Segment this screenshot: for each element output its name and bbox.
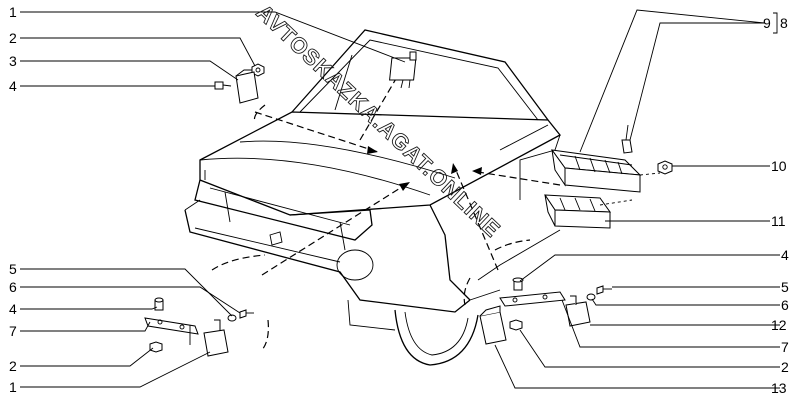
leader-lines (20, 9, 780, 389)
washer-right-6 (586, 293, 596, 301)
nut-right-2 (509, 319, 523, 331)
nut-left-2 (149, 341, 163, 353)
fuse-box-lower (544, 172, 661, 229)
callout-4-right: 4 (781, 247, 789, 263)
callout-6-right: 6 (781, 297, 789, 313)
relay-12 (565, 295, 591, 327)
callout-1-top: 1 (9, 4, 17, 20)
bolt-right-5 (596, 285, 612, 295)
arrow-head (367, 146, 378, 154)
relay-3 (235, 69, 259, 104)
relay-top (389, 51, 417, 89)
callout-2-right: 2 (781, 359, 789, 375)
arrow-head (399, 182, 410, 191)
callout-3: 3 (9, 53, 17, 69)
fuse-pin (621, 124, 633, 154)
callout-2-left: 2 (9, 358, 17, 374)
arrow-head (472, 167, 482, 175)
nut-top (251, 63, 265, 77)
callout-4-top: 4 (9, 78, 17, 94)
bolt-top (214, 81, 232, 90)
callout-2-top: 2 (9, 30, 17, 46)
relay-left-bottom (203, 319, 229, 357)
fuse-box-upper (550, 149, 642, 193)
callout-numbers: 1 2 3 4 5 6 4 7 2 1 9 8 10 11 4 5 6 12 7… (9, 4, 789, 396)
bolt-left-5 (239, 309, 254, 319)
area-boundaries (211, 104, 531, 351)
callout-8: 8 (780, 15, 788, 31)
watermark-text: AVTOSKAZKA.AGAT.ONLINE (252, 0, 506, 242)
callout-1-left: 1 (9, 379, 17, 395)
callout-10: 10 (771, 158, 787, 174)
callout-4-left: 4 (9, 301, 17, 317)
nut-10 (657, 160, 673, 175)
relay-13 (479, 305, 507, 345)
assembly-arrows (254, 67, 561, 276)
callout-7-left: 7 (9, 323, 17, 339)
callout-11: 11 (771, 213, 786, 229)
bracket-left (144, 317, 199, 345)
callout-5-right: 5 (781, 279, 789, 295)
vehicle-outline (184, 29, 561, 366)
callout-12: 12 (771, 317, 787, 333)
arrow-head (451, 163, 458, 174)
bracket-right (499, 291, 566, 307)
callout-13: 13 (771, 380, 787, 396)
bolt-left-4 (154, 297, 164, 311)
callout-6-left: 6 (9, 279, 17, 295)
callout-9: 9 (763, 15, 771, 31)
callout-7-right: 7 (781, 339, 789, 355)
callout-5-left: 5 (9, 261, 17, 277)
washer-left-6 (227, 314, 237, 322)
